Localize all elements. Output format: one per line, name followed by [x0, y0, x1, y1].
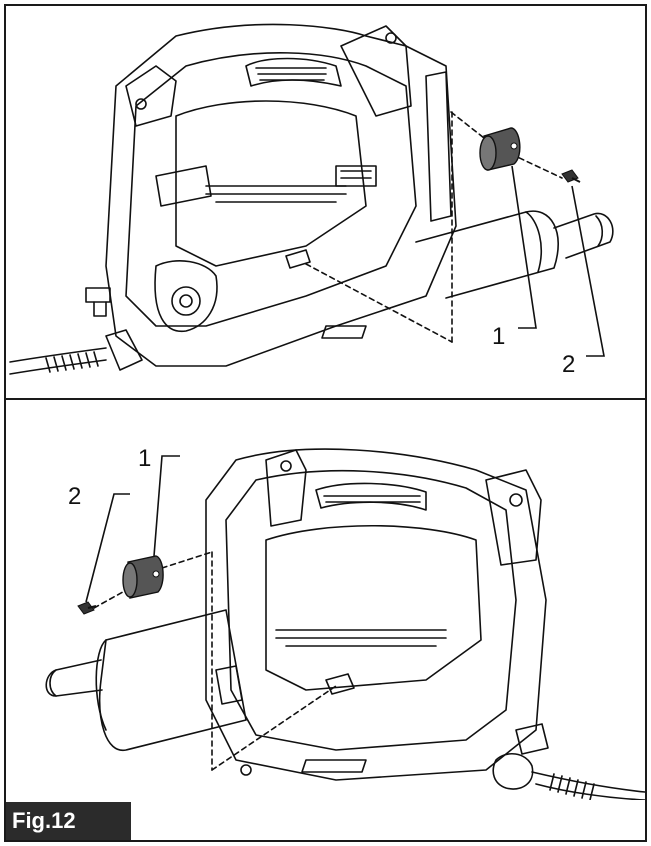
hose [531, 771, 645, 800]
part-1-sleeve [122, 555, 164, 599]
part-2-screw [561, 169, 581, 183]
part-2-screw [77, 601, 97, 615]
alignment-lines [93, 551, 337, 771]
callout-2: 2 [562, 351, 575, 378]
grease-tube [45, 609, 247, 751]
figure-label: Fig.12 [6, 802, 131, 840]
callout-1: 1 [492, 323, 505, 350]
alignment-lines [305, 111, 563, 343]
top-illustration: 1 2 [9, 23, 614, 378]
gun-housing [205, 448, 549, 790]
hose [9, 329, 143, 375]
panel-divider [4, 398, 647, 400]
gun-housing [85, 23, 457, 367]
callout-2: 2 [68, 483, 81, 510]
part-1-sleeve [479, 127, 521, 171]
callout-1: 1 [138, 445, 151, 472]
figure-frame [4, 4, 647, 842]
grease-tube [415, 210, 614, 299]
bottom-illustration: 1 2 [45, 445, 645, 800]
